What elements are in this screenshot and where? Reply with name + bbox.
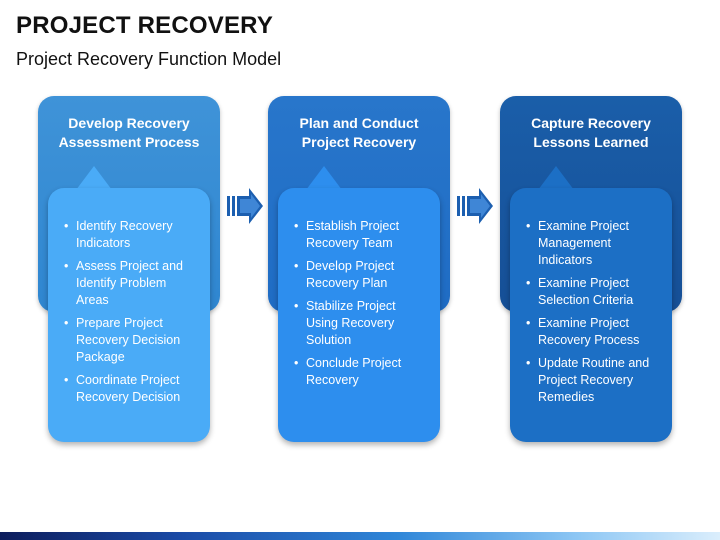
list-item: Conclude Project Recovery bbox=[294, 355, 430, 389]
stage-column-2: Plan and Conduct Project Recovery Establ… bbox=[268, 96, 450, 446]
list-item: Update Routine and Project Recovery Reme… bbox=[526, 355, 662, 406]
list-item: Examine Project Selection Criteria bbox=[526, 275, 662, 309]
page-subtitle: Project Recovery Function Model bbox=[16, 49, 282, 69]
list-item: Develop Project Recovery Plan bbox=[294, 258, 430, 292]
callout-pointer bbox=[76, 166, 112, 190]
stage-detail-card: Establish Project Recovery Team Develop … bbox=[278, 188, 440, 442]
list-item: Examine Project Management Indicators bbox=[526, 218, 662, 269]
stage-item-list: Examine Project Management Indicators Ex… bbox=[526, 218, 662, 412]
list-item: Prepare Project Recovery Decision Packag… bbox=[64, 315, 200, 366]
callout-pointer bbox=[306, 166, 342, 190]
stage-item-list: Establish Project Recovery Team Develop … bbox=[294, 218, 430, 395]
double-chevron-right-icon bbox=[457, 188, 493, 224]
list-item: Identify Recovery Indicators bbox=[64, 218, 200, 252]
stage-heading: Capture Recovery Lessons Learned bbox=[531, 115, 651, 150]
page-title: PROJECT RECOVERY bbox=[16, 12, 274, 39]
stage-heading: Develop Recovery Assessment Process bbox=[58, 115, 200, 150]
list-item: Assess Project and Identify Problem Area… bbox=[64, 258, 200, 309]
list-item: Establish Project Recovery Team bbox=[294, 218, 430, 252]
list-item: Stabilize Project Using Recovery Solutio… bbox=[294, 298, 430, 349]
stage-column-1: Develop Recovery Assessment Process Iden… bbox=[38, 96, 220, 446]
stage-heading: Plan and Conduct Project Recovery bbox=[299, 115, 419, 150]
stage-detail-card: Examine Project Management Indicators Ex… bbox=[510, 188, 672, 442]
double-chevron-right-icon bbox=[227, 188, 263, 224]
callout-pointer bbox=[538, 166, 574, 190]
stage-item-list: Identify Recovery Indicators Assess Proj… bbox=[64, 218, 200, 412]
stage-column-3: Capture Recovery Lessons Learned Examine… bbox=[500, 96, 682, 446]
list-item: Coordinate Project Recovery Decision bbox=[64, 372, 200, 406]
list-item: Examine Project Recovery Process bbox=[526, 315, 662, 349]
stage-detail-card: Identify Recovery Indicators Assess Proj… bbox=[48, 188, 210, 442]
footer-gradient-bar bbox=[0, 532, 720, 540]
